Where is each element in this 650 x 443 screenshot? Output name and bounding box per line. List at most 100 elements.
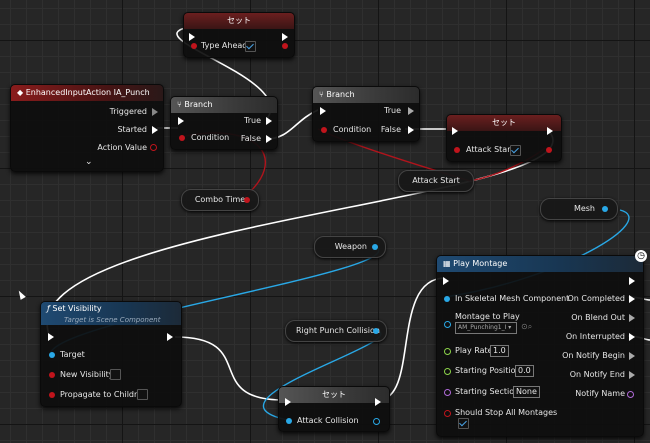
- pin-label: In Skeletal Mesh Component: [455, 294, 570, 303]
- true-exec-pin[interactable]: [266, 117, 272, 125]
- triggered-exec-pin[interactable]: [152, 108, 158, 116]
- started-exec-pin[interactable]: [152, 126, 158, 134]
- exec-in-pin[interactable]: [320, 107, 326, 115]
- montage-pin[interactable]: [444, 321, 451, 328]
- set-visibility-node[interactable]: ƒ Set Visibility Target is Scene Compone…: [40, 301, 182, 407]
- branch-node-2[interactable]: ⑂ Branch Condition True False: [312, 86, 420, 142]
- attack-start-getter[interactable]: Attack Start: [398, 170, 474, 192]
- true-exec-pin[interactable]: [408, 107, 414, 115]
- pin-label: On Notify End: [569, 370, 625, 379]
- exec-in-pin[interactable]: [285, 398, 291, 406]
- starting-section-pin[interactable]: [444, 389, 451, 396]
- pin-label: Notify Name: [575, 389, 625, 398]
- bool-out-pin[interactable]: [244, 197, 250, 203]
- play-rate-pin[interactable]: [444, 348, 451, 355]
- type-ahead-checkbox[interactable]: [245, 41, 256, 52]
- exec-out-pin[interactable]: [167, 333, 173, 341]
- object-in-pin[interactable]: [286, 418, 292, 424]
- new-visibility-pin[interactable]: [49, 372, 55, 378]
- bool-out-pin[interactable]: [282, 43, 288, 49]
- target-pin[interactable]: [49, 352, 55, 358]
- node-header: セット: [279, 387, 389, 403]
- play-rate-field[interactable]: 1.0: [490, 345, 509, 357]
- exec-in-pin[interactable]: [452, 127, 458, 135]
- pin-label: New Visibility: [60, 370, 114, 379]
- pin-label: False: [380, 125, 401, 134]
- on-interrupted-pin[interactable]: [629, 333, 635, 341]
- pin-label: On Blend Out: [571, 313, 625, 322]
- attack-start-checkbox[interactable]: [510, 145, 521, 156]
- branch-icon: ⑂: [177, 100, 182, 109]
- false-exec-pin[interactable]: [266, 135, 272, 143]
- on-notify-begin-pin[interactable]: [629, 352, 635, 360]
- combo-time-getter[interactable]: Combo Time: [181, 189, 259, 211]
- browse-icon[interactable]: ⊙⌕: [521, 322, 533, 331]
- starting-position-pin[interactable]: [444, 368, 451, 375]
- branch-node-1[interactable]: ⑂ Branch Condition True False: [170, 96, 278, 150]
- mesh-getter[interactable]: Mesh: [540, 198, 618, 220]
- condition-pin[interactable]: [179, 135, 185, 141]
- exec-in-pin[interactable]: [48, 333, 54, 341]
- node-header: ▦ Play Montage: [437, 256, 643, 272]
- chevron-down-icon[interactable]: ⌄: [85, 157, 93, 167]
- play-montage-node[interactable]: ▦ Play Montage ◷ In Skeletal Mesh Compon…: [436, 250, 647, 437]
- right-punch-collision-getter[interactable]: Right Punch Collision: [285, 320, 387, 342]
- exec-out-pin[interactable]: [629, 277, 635, 285]
- object-out-pin[interactable]: [373, 328, 379, 334]
- set-attack-collision-node[interactable]: セット Attack Collision: [278, 386, 390, 432]
- node-title: セット: [322, 390, 346, 399]
- exec-in-pin[interactable]: [178, 117, 184, 125]
- exec-wire: [174, 336, 285, 401]
- bool-out-pin[interactable]: [546, 147, 552, 153]
- on-blend-out-pin[interactable]: [629, 314, 635, 322]
- mesh-in-pin[interactable]: [444, 296, 450, 302]
- on-completed-pin[interactable]: [629, 295, 635, 303]
- new-visibility-checkbox[interactable]: [110, 369, 121, 380]
- set-type-ahead-node[interactable]: セット Type Ahead: [183, 12, 295, 58]
- exec-out-pin[interactable]: [375, 398, 381, 406]
- pin-label: Play Rate: [455, 346, 493, 355]
- pin-label: On Completed: [567, 294, 625, 303]
- pin-label: Triggered: [109, 107, 147, 116]
- clock-icon: ◷: [635, 250, 647, 262]
- stop-all-pin[interactable]: [444, 410, 451, 417]
- starting-position-field[interactable]: 0.0: [515, 365, 534, 377]
- pin-label: True: [384, 106, 401, 115]
- getter-label: Attack Start: [412, 176, 460, 185]
- stop-all-checkbox[interactable]: [458, 418, 469, 429]
- node-title: セット: [492, 118, 516, 127]
- exec-in-pin[interactable]: [189, 33, 195, 41]
- condition-pin[interactable]: [321, 127, 327, 133]
- set-attack-start-node[interactable]: セット Attack Start: [446, 114, 562, 162]
- node-title: Set Visibility: [52, 304, 102, 313]
- on-notify-end-pin[interactable]: [629, 371, 635, 379]
- object-out-pin[interactable]: [602, 206, 608, 212]
- getter-label: Right Punch Collision: [296, 326, 380, 335]
- chevron-down-icon: ▾: [506, 324, 512, 331]
- mouse-cursor-icon: [16, 289, 26, 300]
- bool-in-pin[interactable]: [454, 147, 460, 153]
- pin-label: Condition: [333, 125, 372, 134]
- getter-label: Mesh: [573, 204, 595, 213]
- notify-name-pin[interactable]: [627, 391, 634, 398]
- pin-label: Action Value: [97, 143, 147, 152]
- exec-out-pin[interactable]: [547, 127, 553, 135]
- branch-icon: ⑂: [319, 90, 324, 99]
- false-exec-pin[interactable]: [408, 126, 414, 134]
- enhanced-input-node[interactable]: ◆ EnhancedInputAction IA_Punch Triggered…: [10, 84, 164, 172]
- starting-section-field[interactable]: None: [513, 386, 540, 398]
- event-diamond-icon: ◆: [17, 88, 24, 97]
- node-header: ◆ EnhancedInputAction IA_Punch: [11, 85, 163, 101]
- exec-in-pin[interactable]: [443, 277, 449, 285]
- action-value-pin[interactable]: [150, 144, 157, 151]
- montage-asset-dropdown[interactable]: AM_Punching1_I ▾: [455, 322, 517, 334]
- object-out-pin[interactable]: [372, 244, 378, 250]
- object-out-pin[interactable]: [373, 418, 380, 425]
- propagate-checkbox[interactable]: [137, 389, 148, 400]
- pin-label: Target: [60, 350, 85, 359]
- bool-in-pin[interactable]: [191, 43, 197, 49]
- weapon-getter[interactable]: Weapon: [314, 236, 386, 258]
- propagate-pin[interactable]: [49, 392, 55, 398]
- exec-out-pin[interactable]: [282, 33, 288, 41]
- node-header: セット: [184, 13, 294, 29]
